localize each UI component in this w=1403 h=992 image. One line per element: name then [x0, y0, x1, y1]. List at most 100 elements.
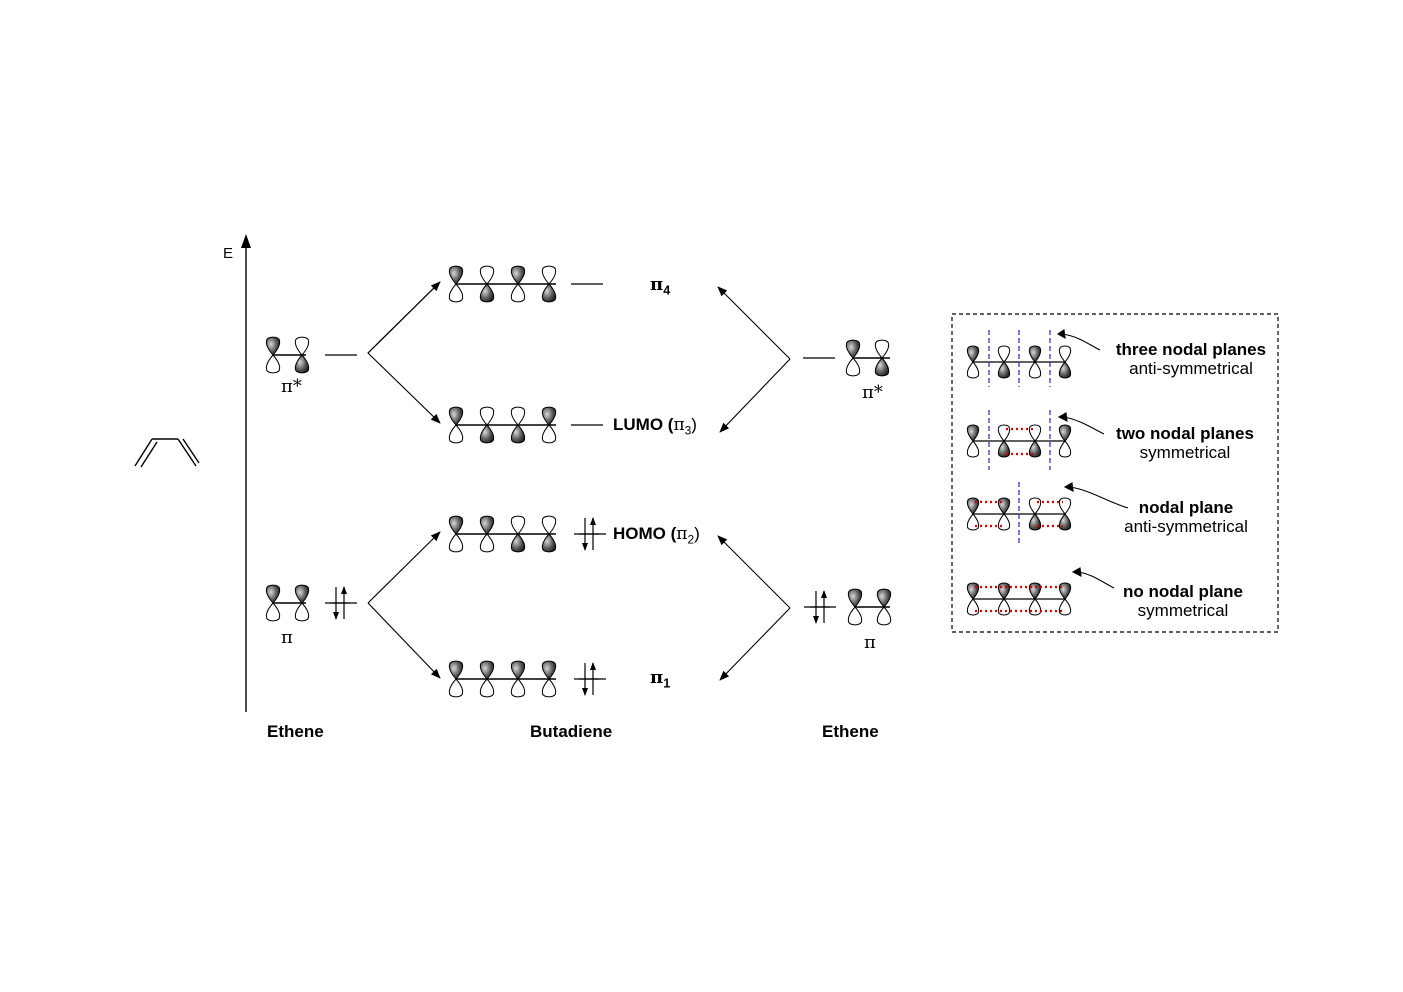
orbital-lobe-bottom — [541, 283, 557, 303]
p-orbital-icon — [874, 339, 890, 377]
orbital-lobe-bottom — [997, 598, 1011, 616]
orbital-lobe-top — [876, 588, 892, 608]
legend-subtitle-2: symmetrical — [1139, 443, 1231, 462]
orbital-lobe-bottom — [966, 440, 980, 458]
p-orbital-icon — [845, 339, 861, 377]
orbital-lobe-top — [966, 345, 980, 363]
p-orbital-icon — [1058, 582, 1072, 616]
p-orbital-icon — [847, 588, 863, 626]
p-orbital-icon — [1058, 424, 1072, 458]
legend-title-3: nodal plane — [1138, 498, 1234, 517]
orbital-lobe-bottom — [1058, 513, 1072, 531]
orbital-lobe-top — [294, 336, 310, 356]
orbital-lobe-bottom — [966, 361, 980, 379]
p-orbital-icon — [966, 345, 980, 379]
spin-pair-icon — [579, 517, 599, 551]
p-orbital-icon — [479, 515, 495, 553]
orbital-lobe-top — [479, 660, 495, 680]
spin-up-head — [590, 517, 596, 525]
spin-pair-icon — [579, 662, 599, 696]
orbital-lobe-top — [997, 345, 1011, 363]
spin-down-head — [582, 688, 588, 696]
legend-pointer-arrows — [1056, 329, 1129, 589]
p-orbital-icon — [448, 515, 464, 553]
legend-title-2: two nodal planes — [1116, 424, 1254, 443]
orbital-lobe-bottom — [1058, 598, 1072, 616]
orbital-lobe-top — [541, 515, 557, 535]
orbital-lobe-bottom — [294, 602, 310, 622]
spin-up-head — [341, 586, 347, 594]
p-orbital-icon — [510, 515, 526, 553]
ethene-right-pistar-orbitals — [845, 339, 890, 377]
column-label-center: Butadiene — [530, 722, 613, 741]
orbital-lobe-top — [510, 406, 526, 426]
orbital-lobe-top — [1058, 497, 1072, 515]
orbital-lobe-top — [997, 497, 1011, 515]
spin-pair-icon — [810, 590, 830, 624]
orbital-lobe-bottom — [541, 533, 557, 553]
orbital-lobe-bottom — [510, 283, 526, 303]
butadiene-structure-icon — [134, 438, 200, 468]
butadiene-homo-orbitals — [448, 515, 557, 553]
p-orbital-icon — [510, 660, 526, 698]
orbital-lobe-top — [510, 265, 526, 285]
spin-down-head — [813, 616, 819, 624]
orbital-lobe-bottom — [1028, 513, 1042, 531]
spin-down-head — [333, 612, 339, 620]
p-orbital-icon — [541, 265, 557, 303]
p-orbital-icon — [265, 584, 281, 622]
legend-item-2: two nodal planes symmetrical — [1090, 424, 1280, 462]
homo-label: HOMO (π2) — [613, 524, 700, 547]
legend-item-1: three nodal planes anti-symmetrical — [1096, 340, 1286, 378]
orbital-lobe-top — [294, 584, 310, 604]
ethene-left-pistar-label: π* — [281, 376, 302, 397]
p-orbital-icon — [479, 660, 495, 698]
orbital-lobe-bottom — [448, 678, 464, 698]
orbital-lobe-top — [1028, 497, 1042, 515]
electron-spin-arrows — [330, 517, 830, 696]
butadiene-pi4-orbitals — [448, 265, 557, 303]
pi4-label: π4 — [650, 274, 671, 298]
orbital-lobe-top — [541, 265, 557, 285]
ethene-right-pi-label: π — [864, 632, 876, 653]
orbital-lobe-top — [847, 588, 863, 608]
p-orbital-icon — [1028, 345, 1042, 379]
spin-up-head — [590, 662, 596, 670]
orbital-lobe-bottom — [479, 424, 495, 444]
pi1-label: π1 — [650, 667, 671, 691]
orbital-lobe-bottom — [966, 598, 980, 616]
p-orbital-icon — [997, 497, 1011, 531]
orbital-lobe-bottom — [265, 602, 281, 622]
p-orbital-icon — [265, 336, 281, 374]
orbital-lobe-bottom — [876, 606, 892, 626]
orbital-lobe-bottom — [541, 678, 557, 698]
legend-item-4: no nodal plane symmetrical — [1088, 582, 1278, 620]
orbital-lobe-bottom — [479, 533, 495, 553]
orbital-lobe-top — [510, 660, 526, 680]
p-orbital-icon — [1058, 345, 1072, 379]
orbital-lobe-bottom — [874, 357, 890, 377]
orbital-lobe-top — [1028, 582, 1042, 600]
orbital-lobe-top — [448, 660, 464, 680]
orbital-lobe-bottom — [966, 513, 980, 531]
orbital-lobe-top — [874, 339, 890, 359]
p-orbital-icon — [448, 406, 464, 444]
orbital-lobe-top — [479, 265, 495, 285]
orbital-lobe-bottom — [510, 424, 526, 444]
orbital-lobe-bottom — [510, 533, 526, 553]
ethene-left-pi-label: π — [281, 627, 293, 648]
p-orbital-icon — [997, 345, 1011, 379]
ethene-left-pi-orbitals — [265, 584, 310, 622]
p-orbital-icon — [541, 660, 557, 698]
orbital-lobe-top — [448, 406, 464, 426]
orbital-lobe-top — [541, 660, 557, 680]
orbital-lobe-bottom — [265, 354, 281, 374]
orbital-lobe-bottom — [1028, 361, 1042, 379]
ethene-left-pistar-orbitals — [265, 336, 310, 374]
orbital-lobe-bottom — [541, 424, 557, 444]
spin-pair-icon — [330, 586, 350, 620]
orbital-lobe-top — [265, 336, 281, 356]
orbital-lobe-bottom — [479, 678, 495, 698]
orbital-lobe-top — [1028, 424, 1042, 442]
